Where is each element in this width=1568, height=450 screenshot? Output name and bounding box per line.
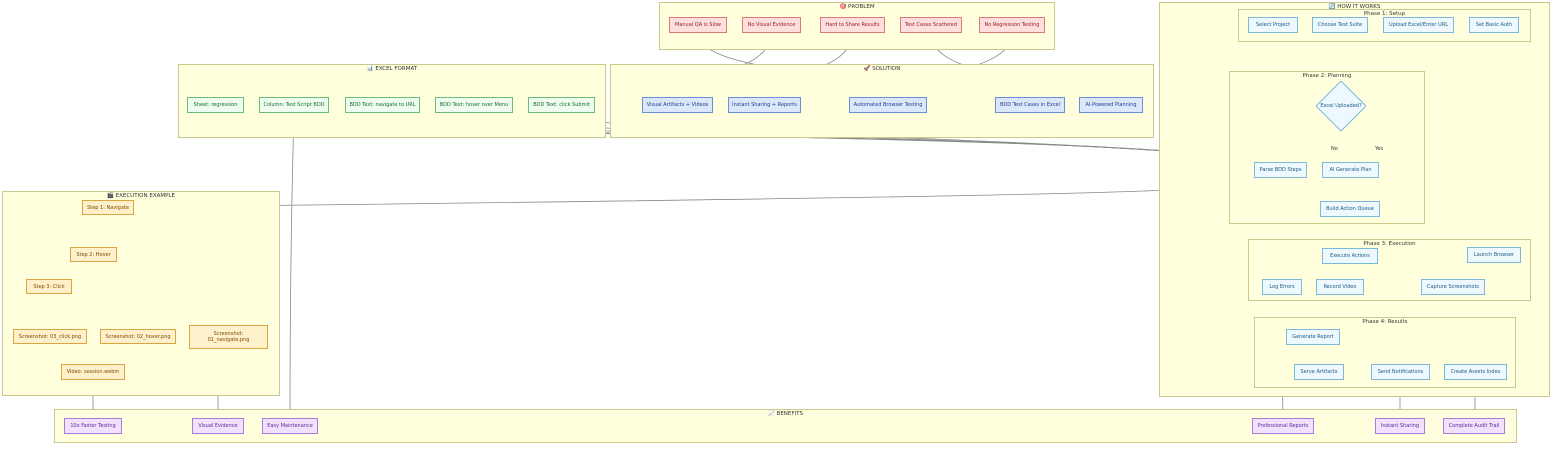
node-execute-actions: Execute Actions — [1322, 248, 1378, 264]
node-upload-excel: Upload Excel/Enter URL — [1383, 17, 1454, 33]
edge-parse-step1 — [134, 177, 1269, 207]
node-easy-maintenance: Easy Maintenance — [262, 418, 318, 434]
node-no-visual-evidence: No Visual Evidence — [742, 17, 801, 33]
node-serve-artifacts: Serve Artifacts — [1294, 364, 1344, 380]
node-10x-faster-testing: 10x Faster Testing — [64, 418, 122, 434]
node-send-notifications: Send Notifications — [1371, 364, 1430, 380]
node-manual-qa-slow: Manual QA is Slow — [669, 17, 727, 33]
node-bdd-test-cases-excel: BDD Test Cases in Excel — [995, 97, 1065, 113]
node-ai-generate-plan: AI Generate Plan — [1322, 162, 1379, 178]
edge-label-yes: Yes — [1374, 146, 1385, 152]
edge-label-no: No — [1330, 146, 1339, 152]
node-parse-bdd-steps: Parse BDD Steps — [1254, 162, 1307, 178]
node-ai-powered-planning: AI-Powered Planning — [1079, 97, 1143, 113]
node-sheet-regression: Sheet: regression — [187, 97, 244, 113]
decision-diamond-shape — [1316, 81, 1366, 131]
cluster-benefits-title: 📈 BENEFITS — [767, 411, 804, 417]
cluster-problem-title: 🎯 PROBLEM — [839, 4, 875, 10]
node-visual-evidence-benefit: Visual Evidence — [192, 418, 244, 434]
cluster-setup-title: Phase 1: Setup — [1363, 11, 1406, 17]
node-screenshot-02: Screenshot: 02_hover.png — [100, 329, 176, 344]
node-bdd-navigate: BDD Text: navigate to URL — [345, 97, 420, 113]
cluster-execution-title: Phase 3: Execution — [1363, 241, 1416, 247]
node-bdd-click: BDD Text: click Submit — [528, 97, 595, 113]
edge-e1-maintenance — [290, 112, 295, 418]
node-hard-to-share: Hard to Share Results — [820, 17, 885, 33]
node-record-video: Record Video — [1316, 279, 1364, 295]
node-complete-audit-trail: Complete Audit Trail — [1443, 418, 1505, 434]
node-visual-artifacts: Visual Artifacts + Videos — [642, 97, 713, 113]
node-build-action-queue: Build Action Queue — [1320, 201, 1380, 217]
node-automated-browser-testing: Automated Browser Testing — [849, 97, 927, 113]
node-bdd-hover: BDD Text: hover over Menu — [435, 97, 513, 113]
cluster-excel-title: 📊 EXCEL FORMAT — [366, 66, 418, 72]
node-log-errors: Log Errors — [1262, 279, 1302, 295]
node-excel-uploaded-decision: Excel Uploaded? — [1316, 81, 1366, 131]
node-select-project: Select Project — [1248, 17, 1298, 33]
cluster-planning-title: Phase 2: Planning — [1302, 73, 1352, 79]
node-step2-hover: Step 2: Hover — [70, 247, 117, 262]
node-instant-sharing-reports: Instant Sharing + Reports — [728, 97, 801, 113]
cluster-how-title: 🔄 HOW IT WORKS — [1328, 4, 1381, 10]
node-screenshot-01: Screenshot: 01_navigate.png — [189, 325, 268, 349]
cluster-solution-title: 🚀 SOLUTION — [863, 66, 901, 72]
cluster-exec-example-title: 🎬 EXECUTION EXAMPLE — [107, 193, 175, 199]
node-video-session: Video: session.webm — [61, 364, 125, 380]
node-capture-screenshots: Capture Screenshots — [1421, 279, 1485, 295]
node-no-regression-testing: No Regression Testing — [979, 17, 1045, 33]
node-generate-report: Generate Report — [1286, 329, 1340, 345]
cluster-results-title: Phase 4: Results — [1362, 319, 1408, 325]
node-screenshot-03: Screenshot: 03_click.png — [13, 329, 87, 344]
node-set-basic-auth: Set Basic Auth — [1469, 17, 1519, 33]
node-step3-click: Step 3: Click — [26, 279, 72, 294]
node-choose-test-suite: Choose Test Suite — [1312, 17, 1368, 33]
node-column-test-script: Column: Test Script BDD — [259, 97, 329, 113]
node-launch-browser: Launch Browser — [1467, 247, 1521, 263]
node-professional-reports: Professional Reports — [1252, 418, 1314, 434]
node-test-cases-scattered: Test Cases Scattered — [900, 17, 962, 33]
node-step1-navigate: Step 1: Navigate — [82, 200, 134, 215]
node-create-assets-index: Create Assets Index — [1444, 364, 1507, 380]
decision-label: Excel Uploaded? — [1320, 103, 1362, 109]
node-instant-sharing-benefit: Instant Sharing — [1375, 418, 1425, 434]
